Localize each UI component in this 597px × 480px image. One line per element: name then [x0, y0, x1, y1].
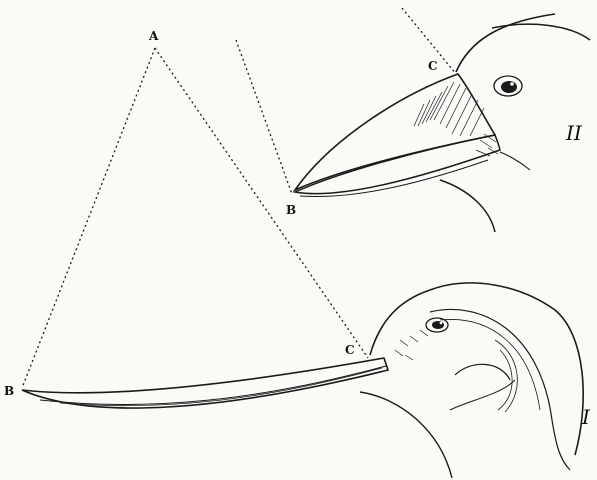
label-apex-a: A: [148, 29, 159, 43]
label-b-lower: B: [4, 384, 14, 398]
head-outline-lower: [370, 283, 583, 455]
dotted-line-upper-left: [236, 40, 292, 194]
figure-number-ii: II: [565, 121, 583, 145]
thick-upper-beak: [295, 74, 495, 190]
dotted-line-a-to-c: [155, 48, 368, 358]
figure-one-bird-head: A B C I: [4, 29, 591, 478]
head-outline-upper: [456, 14, 555, 72]
beak-shading: [414, 82, 484, 136]
label-b-upper: B: [286, 203, 296, 217]
lower-mandible: [295, 135, 500, 194]
label-c-upper: C: [428, 59, 438, 73]
dotted-line-a-to-b: [22, 48, 155, 388]
figure-two-bird-head: B C II: [236, 8, 590, 232]
figure-number-i: I: [581, 405, 591, 429]
label-c-lower: C: [345, 343, 355, 357]
